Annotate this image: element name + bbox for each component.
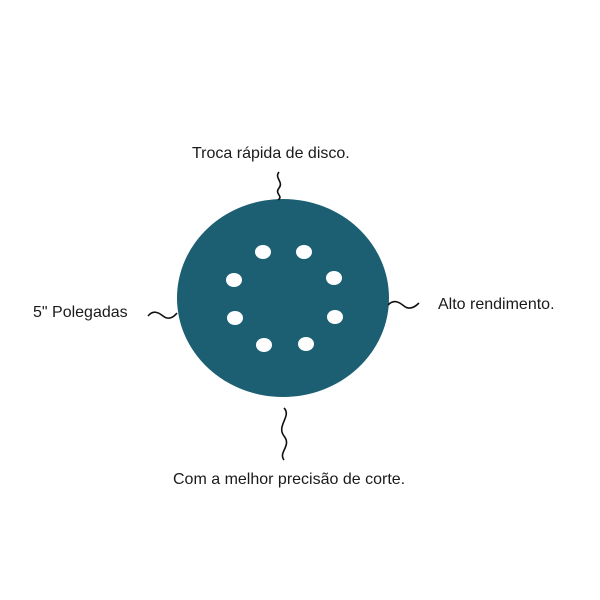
- hole-icon: [226, 273, 242, 287]
- hole-icon: [298, 337, 314, 351]
- squiggle-top-icon: [276, 171, 282, 201]
- squiggle-left-icon: [147, 311, 178, 319]
- callout-quick-change: Troca rápida de disco.: [192, 145, 350, 162]
- squiggle-bottom-icon: [280, 407, 288, 461]
- callout-size: 5" Polegadas: [33, 304, 128, 321]
- squiggle-right-icon: [387, 300, 420, 309]
- hole-icon: [256, 338, 272, 352]
- squiggle-connectors: [147, 171, 420, 461]
- callout-precision: Com a melhor precisão de corte.: [173, 471, 406, 488]
- sanding-disc: [177, 199, 389, 397]
- hole-icon: [227, 311, 243, 325]
- hole-icon: [326, 271, 342, 285]
- callout-high-yield: Alto rendimento.: [438, 296, 555, 313]
- hole-icon: [255, 245, 271, 259]
- dust-holes: [226, 245, 343, 352]
- hole-icon: [327, 310, 343, 324]
- hole-icon: [296, 245, 312, 259]
